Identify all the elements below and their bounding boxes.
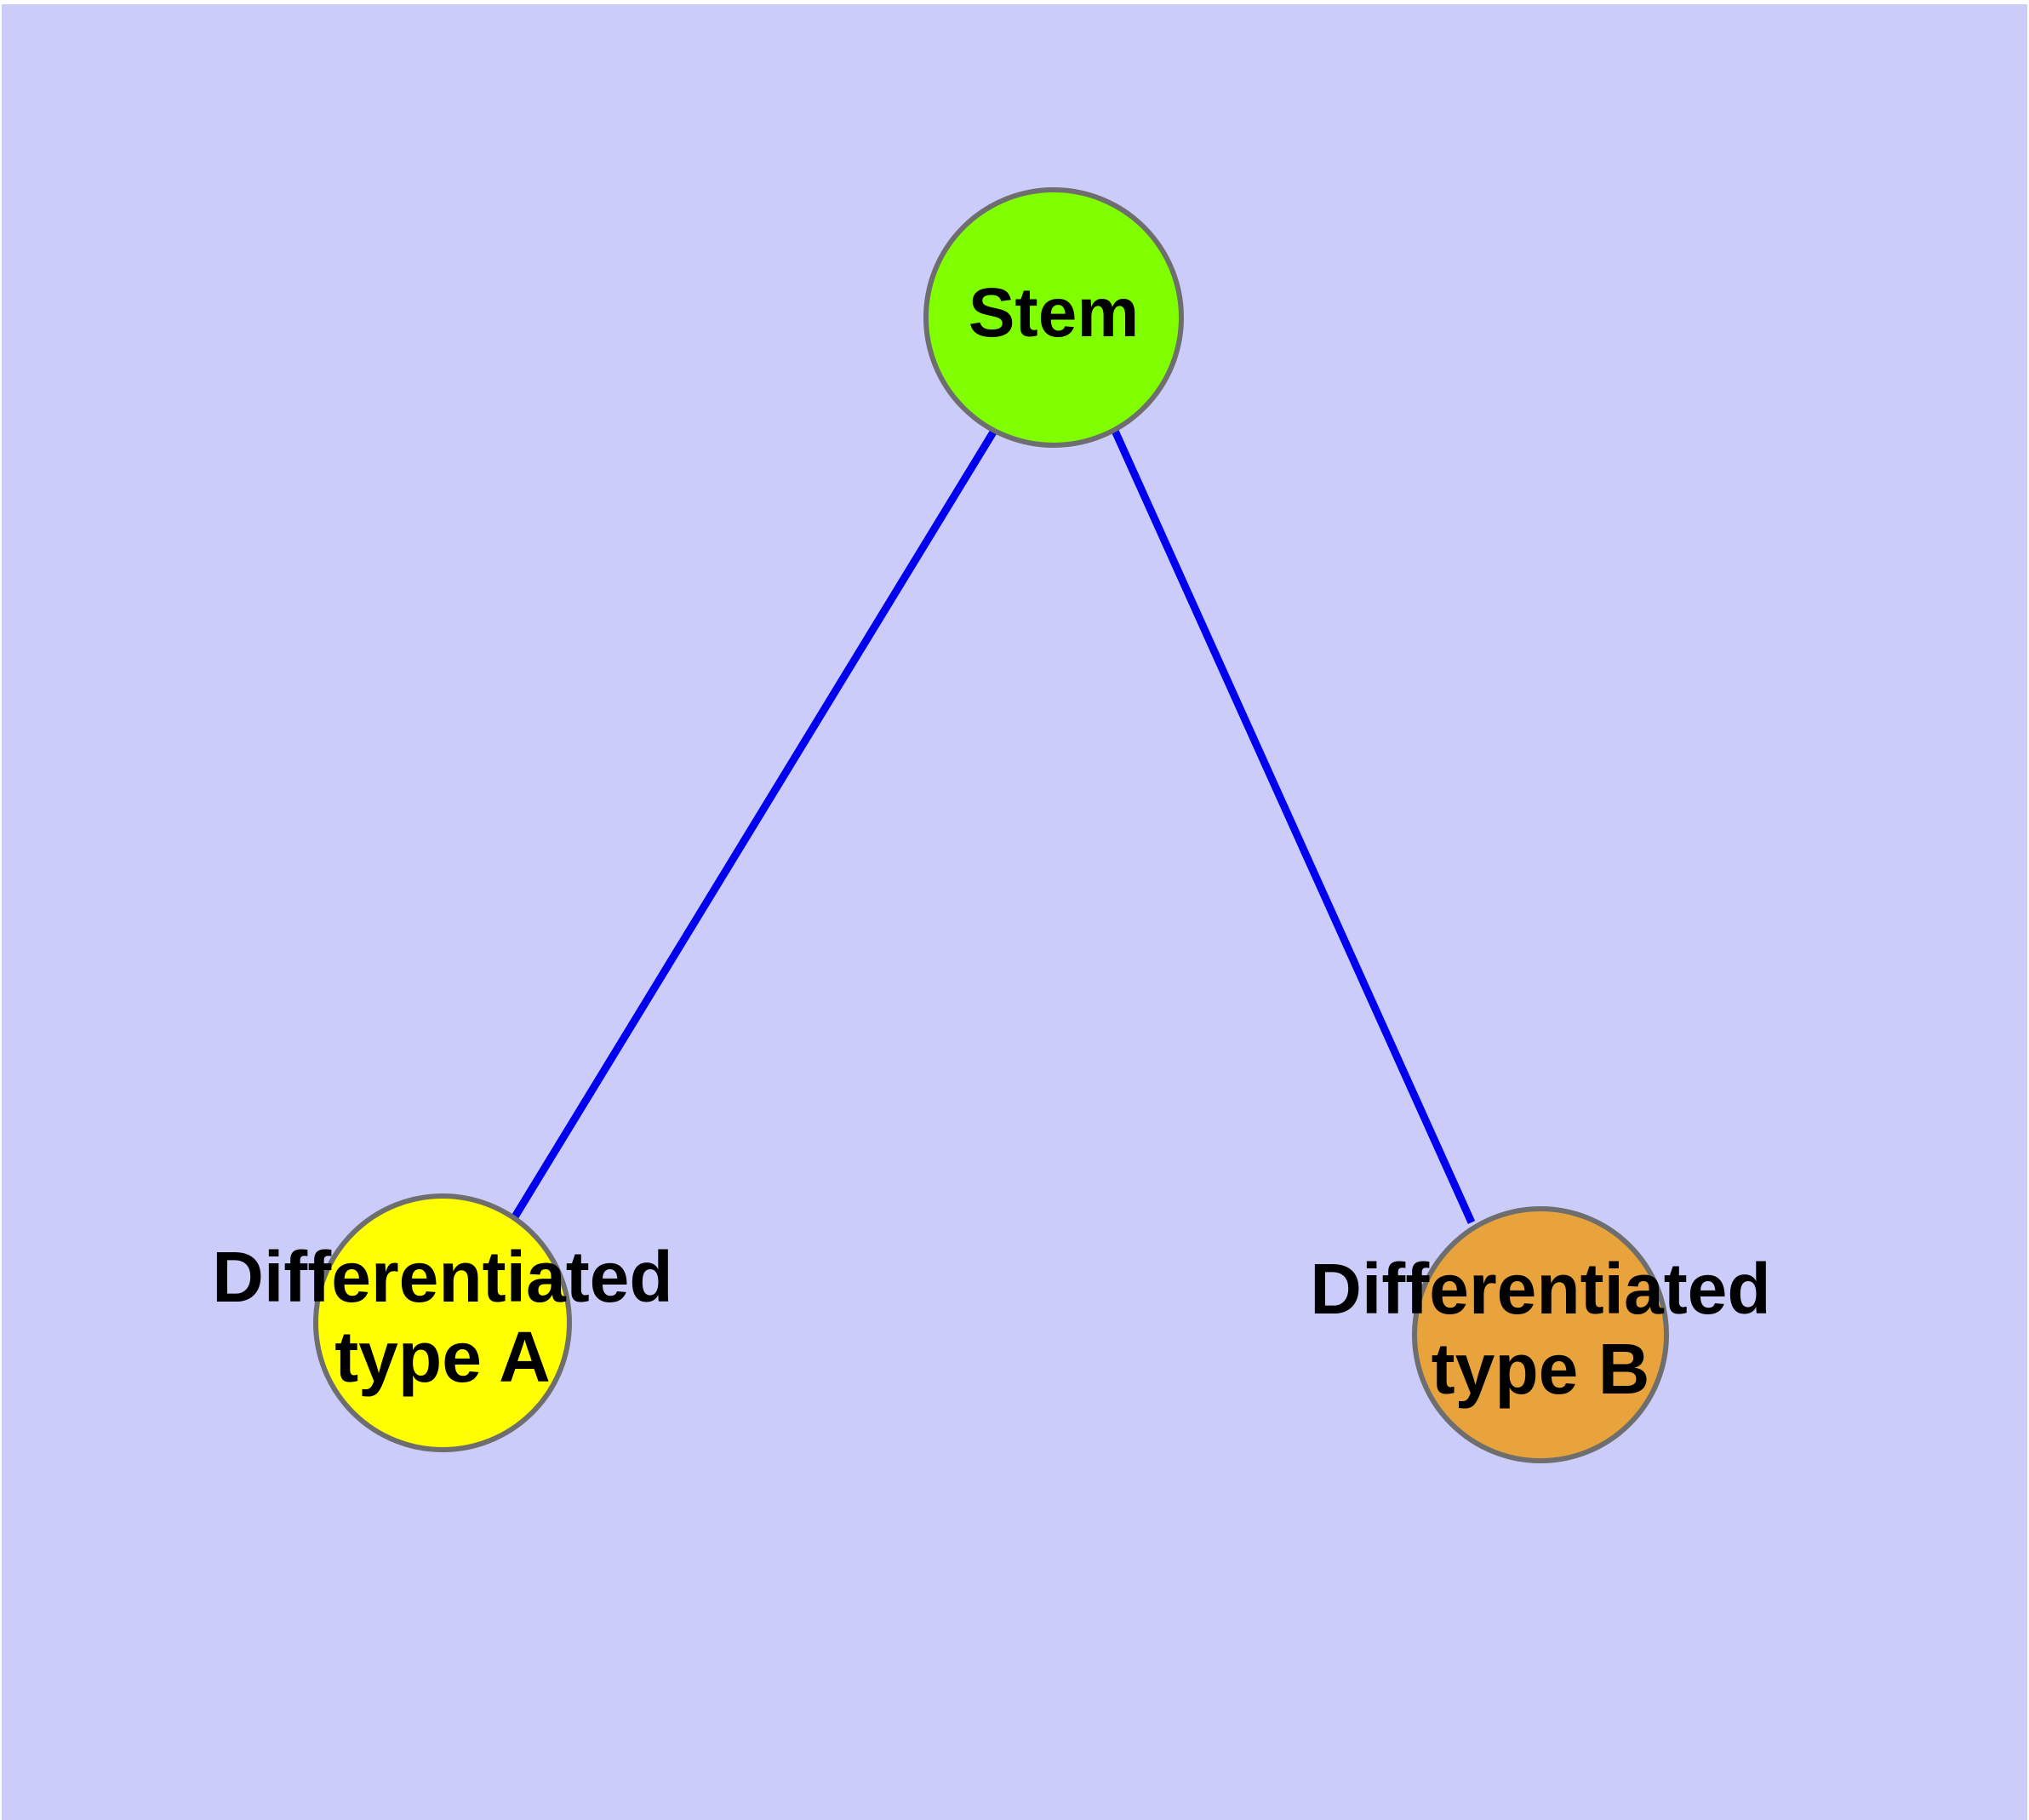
- edges-layer: [511, 428, 1476, 1224]
- graph-node-label-line: Differentiated: [212, 1237, 672, 1317]
- graph-edge-stem-to-diff-a: [511, 428, 997, 1221]
- graph-node-diff_a[interactable]: [313, 1193, 572, 1452]
- graph-node-diff_b[interactable]: [1412, 1206, 1669, 1463]
- nodes-layer: [313, 187, 1669, 1463]
- graph-node-label-line: Stem: [969, 274, 1140, 352]
- graph-node-label-line: Differentiated: [1310, 1249, 1770, 1329]
- graph-node-stem[interactable]: [923, 187, 1184, 448]
- graph-node-label-line: type A: [334, 1317, 551, 1397]
- graph-node-label-stem: Stem: [969, 274, 1140, 352]
- graph-node-label-line: type B: [1432, 1329, 1650, 1409]
- graph-edge-stem-to-diff-b: [1111, 429, 1476, 1224]
